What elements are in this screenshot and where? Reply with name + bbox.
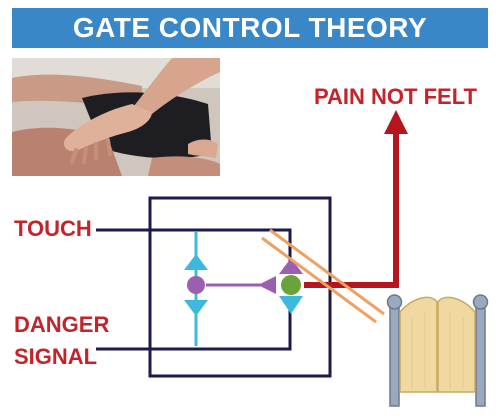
title-banner: GATE CONTROL THEORY: [12, 8, 488, 48]
touch-label: TOUCH: [14, 216, 92, 241]
interneuron-node: [187, 276, 205, 294]
pain-signal-line: [304, 128, 399, 288]
gate-slash-1: [261, 236, 377, 324]
gate-slash-2: [269, 228, 385, 316]
cyan-down-arrow: [184, 300, 208, 316]
massage-photo: [12, 58, 220, 176]
cyan-up-arrow: [184, 254, 208, 270]
signal-label: SIGNAL: [14, 344, 98, 369]
inhibit-arrow: [258, 276, 276, 294]
pain-not-felt-label: PAIN NOT FELT: [314, 84, 477, 109]
cyan-down-arrow-right: [279, 296, 303, 314]
purple-up-arrow: [279, 258, 303, 274]
gate-icon: [386, 294, 489, 407]
pain-arrow-head: [384, 110, 408, 134]
danger-nerve-line: [96, 308, 292, 351]
massage-photo-illustration: [12, 58, 220, 176]
touch-nerve-line: [96, 228, 292, 262]
page-title: GATE CONTROL THEORY: [72, 12, 428, 43]
projection-node: [281, 275, 301, 295]
danger-label: DANGER: [14, 312, 110, 337]
